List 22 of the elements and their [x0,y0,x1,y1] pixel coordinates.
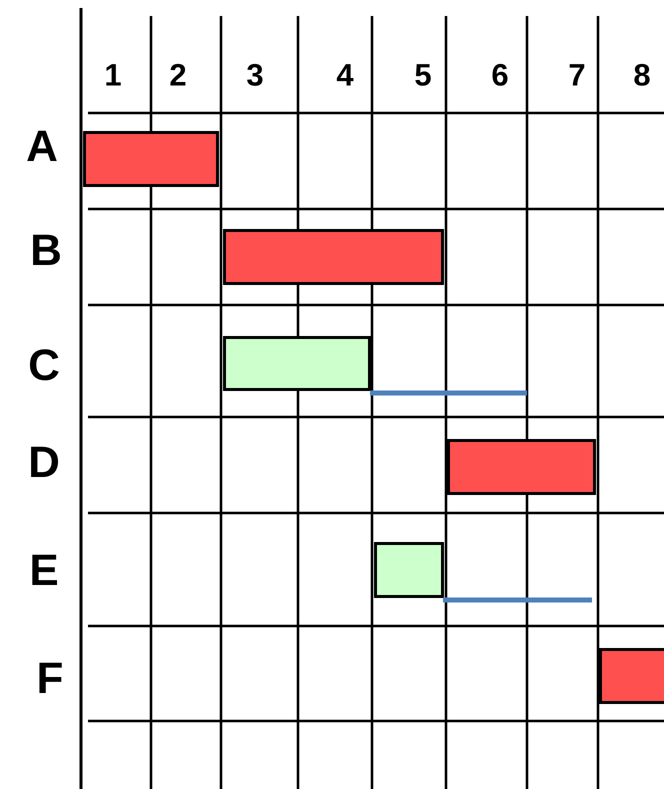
row-label: B [30,229,62,273]
task-bar [223,336,371,391]
column-number: 3 [246,60,264,90]
float-line [370,390,527,396]
column-number: 4 [336,60,354,90]
task-bar [374,542,444,598]
task-bar [223,229,444,285]
column-number: 2 [169,60,187,90]
row-label: A [26,125,58,169]
task-bar [447,439,596,495]
row-label: D [28,441,60,485]
float-line [443,598,592,602]
column-number: 6 [491,60,509,90]
column-number: 5 [414,60,432,90]
row-label: F [36,657,64,701]
row-label: E [29,549,59,593]
row-label: C [28,344,60,388]
column-number: 8 [633,60,651,90]
task-bar [599,648,664,704]
column-number: 1 [104,60,122,90]
column-number: 7 [568,60,586,90]
task-bar [83,131,219,187]
